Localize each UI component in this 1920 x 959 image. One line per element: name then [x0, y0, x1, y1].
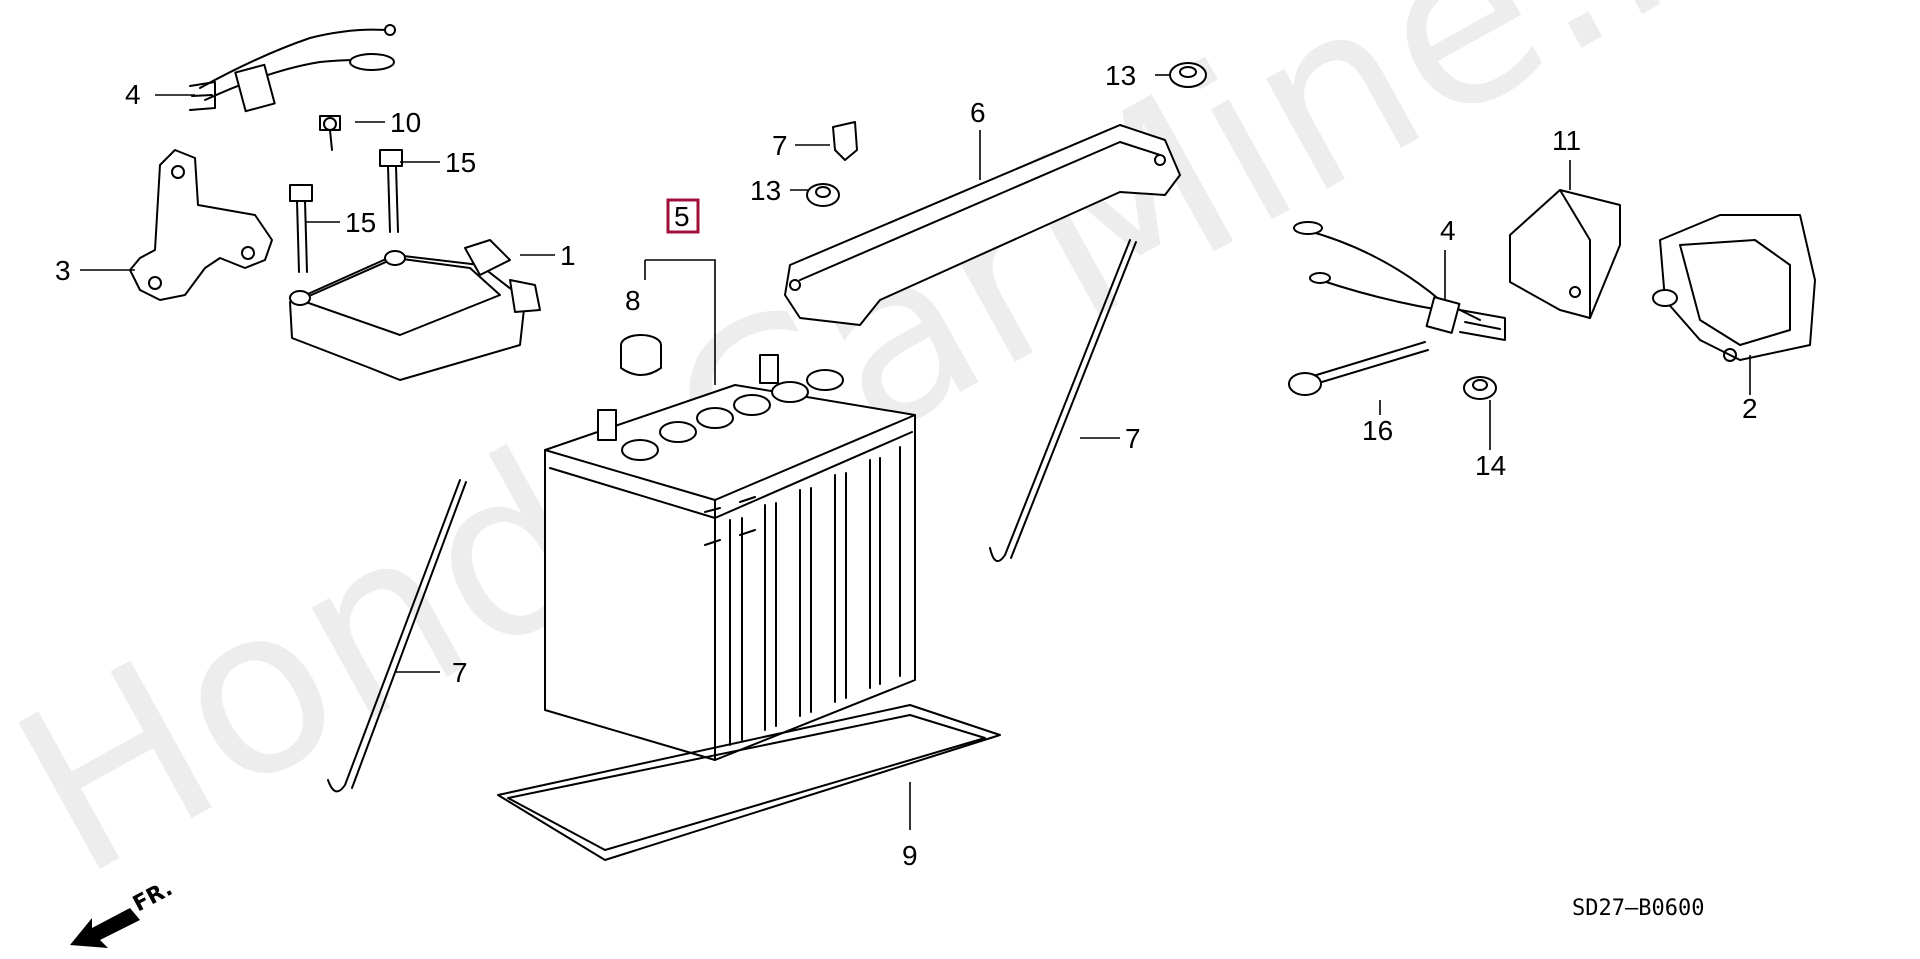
bolt-15-upper: [379, 149, 403, 233]
callout-6: 6: [970, 97, 986, 128]
part-nut-13-top: [1169, 62, 1207, 88]
callout-14: 14: [1475, 450, 1506, 481]
callout-16: 16: [1362, 415, 1393, 446]
callout-labels: 4 10 15 15 3 1 5 8 7 13 13 6 7 7 9 11 4 …: [55, 60, 1758, 871]
part-clip-8: [832, 121, 858, 161]
part-nut-14: [1463, 376, 1497, 400]
part-hold-down-rod-right: [989, 239, 1137, 563]
callout-5: 5: [674, 201, 690, 232]
part-battery: [544, 354, 916, 761]
part-battery-tray: [497, 704, 1001, 861]
part-hold-down-rod-left: [327, 479, 467, 793]
part-wire-connector-left: [189, 24, 396, 113]
bolt-12: [319, 115, 341, 151]
callout-1: 1: [560, 240, 576, 271]
part-hold-down-bracket: [784, 124, 1181, 326]
callout-15: 15: [345, 207, 376, 238]
callout-4: 4: [125, 79, 141, 110]
callout-2: 2: [1742, 393, 1758, 424]
part-main-relay: [1652, 214, 1816, 362]
part-wire-connector-right: [1293, 221, 1506, 341]
part-terminal-cover: [1509, 189, 1621, 319]
part-bracket: [129, 149, 273, 301]
diagram-code: SD27–B0600: [1572, 896, 1704, 921]
callout-15: 15: [445, 147, 476, 178]
part-vent-cap: [620, 334, 662, 376]
bolt-15-lower: [289, 184, 313, 273]
callout-13: 13: [750, 175, 781, 206]
callout-7: 7: [452, 657, 468, 688]
part-ignition-coil: [289, 239, 541, 381]
watermark: HondaCarMine.ru: [0, 0, 1861, 928]
callout-11: 11: [1552, 125, 1581, 156]
callout-10: 8: [625, 285, 641, 316]
callout-7: 7: [1125, 423, 1141, 454]
callout-12: 10: [390, 107, 421, 138]
part-bolt-16: [1288, 341, 1429, 396]
callout-8: 7: [772, 130, 788, 161]
callout-9: 9: [902, 840, 918, 871]
callout-5-highlight-box: [666, 198, 700, 234]
callout-13: 13: [1105, 60, 1136, 91]
callout-3: 3: [55, 255, 71, 286]
leader-lines: [80, 74, 1751, 830]
part-nut-13-mid: [806, 183, 840, 207]
callout-4: 4: [1440, 215, 1456, 246]
